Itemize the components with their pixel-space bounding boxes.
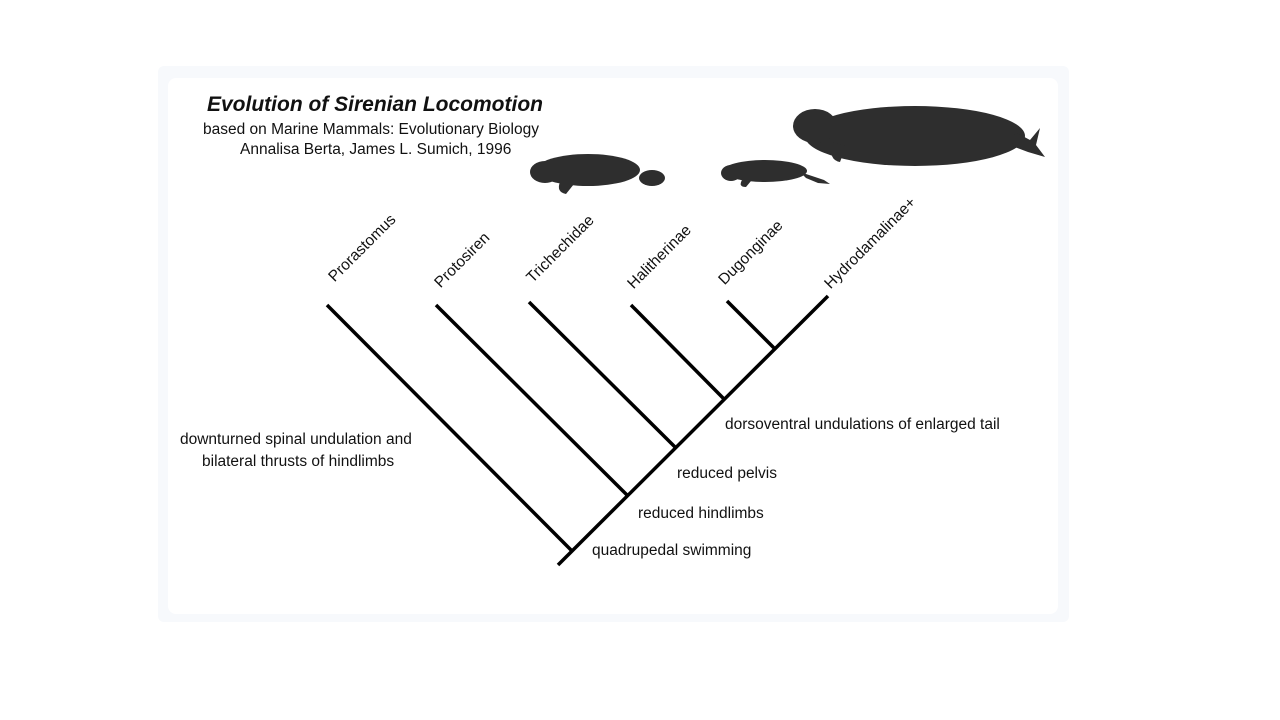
branch-trichechidae — [527, 300, 678, 450]
character-reduced-hindlimbs: reduced hindlimbs — [638, 505, 764, 522]
character-reduced-pelvis: reduced pelvis — [677, 465, 777, 482]
branch-protosiren — [434, 303, 630, 498]
character-dorsoventral: dorsoventral undulations of enlarged tai… — [725, 416, 1000, 433]
character-quadrupedal-swimming: quadrupedal swimming — [592, 542, 752, 559]
dugong-silhouette — [721, 160, 830, 187]
character-spinal-line-1: downturned spinal undulation and — [180, 431, 412, 448]
source-line-1: based on Marine Mammals: Evolutionary Bi… — [203, 121, 539, 138]
figure-title: Evolution of Sirenian Locomotion — [207, 93, 543, 116]
character-spinal-line-2: bilateral thrusts of hindlimbs — [202, 453, 395, 470]
stellers-sea-cow-silhouette — [793, 106, 1045, 166]
branch-halitherinae — [629, 303, 726, 401]
main-stem — [556, 294, 830, 567]
branch-prorastomus — [325, 303, 574, 553]
manatee-silhouette — [530, 154, 665, 194]
source-line-2: Annalisa Berta, James L. Sumich, 1996 — [240, 141, 512, 158]
branch-dugonginae — [725, 299, 777, 351]
